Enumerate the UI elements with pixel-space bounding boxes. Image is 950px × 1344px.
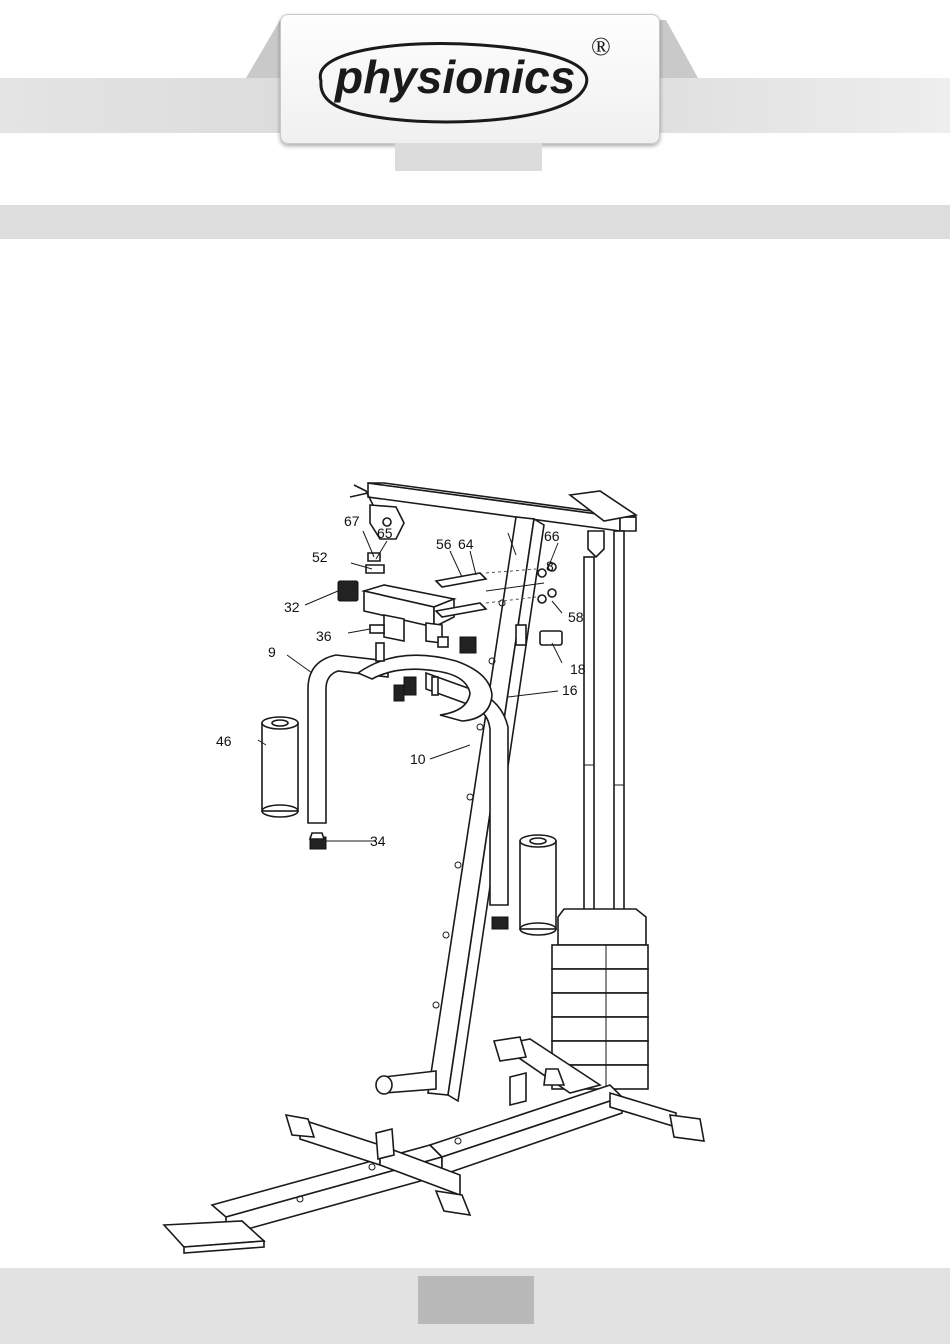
callout-67: 67 <box>344 513 360 529</box>
callout-52: 52 <box>312 549 328 565</box>
callout-34: 34 <box>370 833 386 849</box>
callout-56: 56 <box>436 536 452 552</box>
callout-9: 9 <box>268 644 276 660</box>
callout-18: 18 <box>570 661 586 677</box>
callout-65: 65 <box>377 525 393 541</box>
foam-roller-right <box>520 835 556 935</box>
exploded-assembly-diagram: 67 65 52 32 36 9 46 56 64 66 8 58 18 16 … <box>140 465 820 1265</box>
brand-logo: physionics ® <box>280 14 660 144</box>
callout-66: 66 <box>544 528 560 544</box>
footer-tab <box>418 1276 534 1324</box>
trademark-symbol: ® <box>591 32 611 61</box>
brand-name: physionics <box>333 51 575 103</box>
callout-64: 64 <box>458 536 474 552</box>
callout-58: 58 <box>568 609 584 625</box>
callout-46: 46 <box>216 733 232 749</box>
sub-tab <box>395 143 542 171</box>
callout-36: 36 <box>316 628 332 644</box>
callout-32: 32 <box>284 599 300 615</box>
foam-roller-46 <box>262 717 298 817</box>
callout-16: 16 <box>562 682 578 698</box>
curl-arm-9 <box>308 655 388 849</box>
callout-10: 10 <box>410 751 426 767</box>
arm-pivot-bracket <box>358 655 492 721</box>
guide-rods <box>584 531 624 917</box>
foot-peg <box>376 1071 436 1094</box>
section-bar <box>0 205 950 239</box>
callout-8: 8 <box>546 558 554 574</box>
